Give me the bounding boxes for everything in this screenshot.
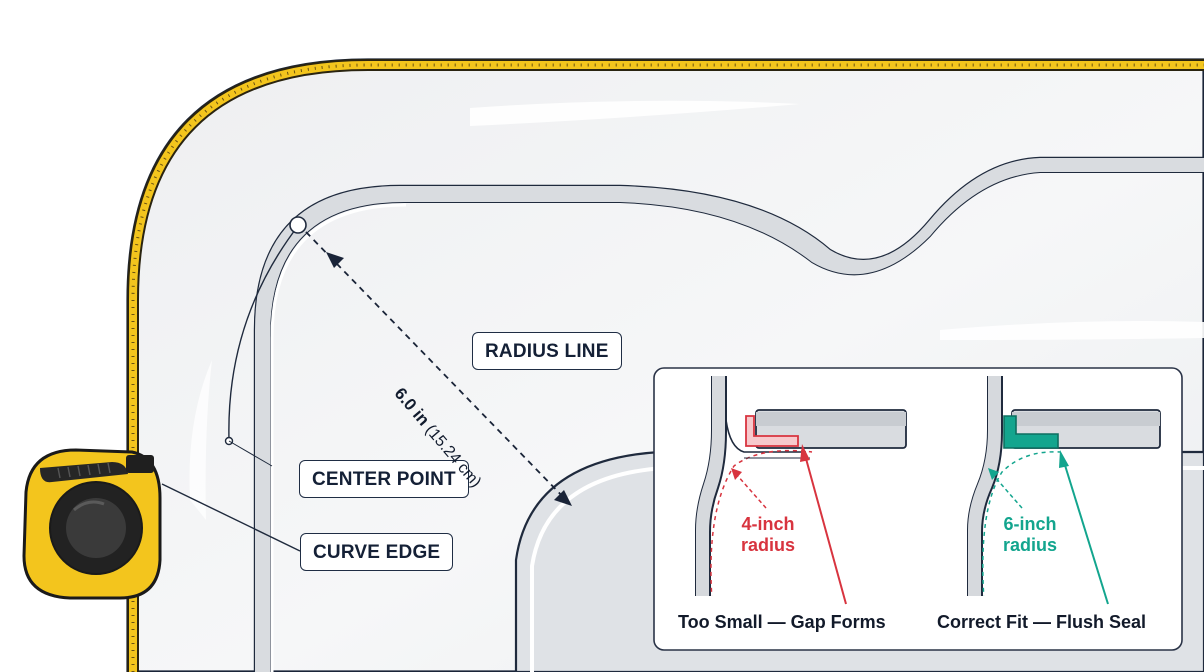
inner-recess	[253, 156, 1204, 672]
inset-left-radius-label: 4-inch radius	[736, 514, 800, 556]
inset-right-caption: Correct Fit — Flush Seal	[937, 612, 1147, 632]
tape-band	[127, 59, 1204, 672]
inset-right-radius-number: 6-inch	[1003, 514, 1057, 534]
inset-right-radius-label: 6-inch radius	[996, 514, 1064, 556]
inset-left-figure	[695, 376, 907, 596]
inset-right-radius-word: radius	[1002, 535, 1058, 555]
curve-edge-label: CURVE EDGE	[300, 533, 454, 571]
inset-right-figure	[967, 376, 1161, 596]
center-point-label: CENTER POINT	[299, 460, 469, 498]
inset-left-radius-word: radius	[740, 535, 796, 555]
inset-panel	[653, 367, 1183, 651]
radius-dimension-line	[305, 231, 572, 506]
curve-edge-leader	[161, 483, 301, 552]
inset-left-caption: Too Small — Gap Forms	[678, 612, 886, 632]
center-point-marker	[224, 216, 307, 467]
inset-left-radius-number: 4-inch	[741, 514, 795, 534]
radius-line-label: RADIUS LINE	[472, 332, 622, 370]
tape-measure-icon	[22, 448, 162, 600]
